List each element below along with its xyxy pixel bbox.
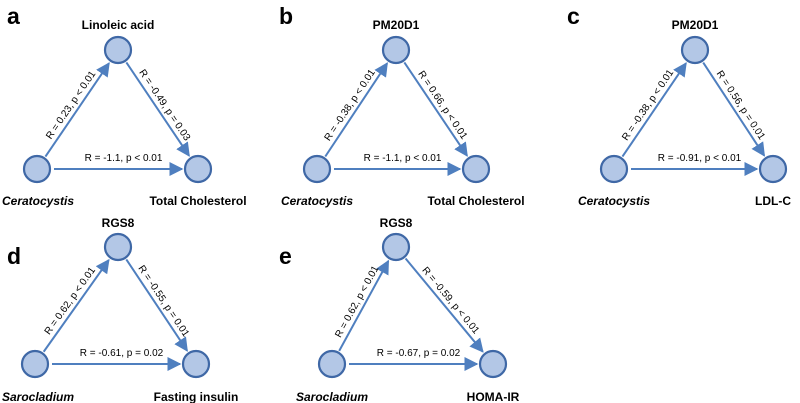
edge-label-left: R = -0.38, p < 0.01 bbox=[620, 67, 676, 142]
panel-letter: e bbox=[279, 243, 292, 269]
edge-source-to-mediator bbox=[324, 62, 388, 158]
outcome-node bbox=[183, 154, 213, 184]
panel-letter: a bbox=[7, 3, 20, 29]
panel-a: a R = 0.23, p < 0.01 R = -0.49, p = 0.03 R … bbox=[2, 3, 247, 208]
outcome-label: Total Cholesterol bbox=[149, 194, 246, 208]
mediator-node bbox=[103, 35, 133, 65]
source-node bbox=[317, 349, 347, 379]
source-node bbox=[22, 154, 52, 184]
outcome-node bbox=[758, 154, 788, 184]
panel-e: e R = 0.62, p < 0.01 R = -0.59, p < 0.01 R … bbox=[279, 216, 520, 403]
mediator-label: RGS8 bbox=[380, 216, 413, 230]
panel-letter: c bbox=[567, 3, 580, 29]
outcome-node bbox=[181, 349, 211, 379]
edge-source-to-mediator bbox=[338, 259, 390, 352]
mediator-label: Linoleic acid bbox=[82, 18, 155, 32]
source-label: Ceratocystis bbox=[281, 194, 353, 208]
panel-d: d R = 0.62, p < 0.01 R = -0.55, p = 0.01 R … bbox=[2, 216, 238, 403]
mediator-label: PM20D1 bbox=[672, 18, 719, 32]
outcome-label: LDL-C bbox=[755, 194, 791, 208]
edge-label-right: R = 0.66, p < 0.01 bbox=[415, 69, 469, 142]
panel-letter: b bbox=[279, 3, 293, 29]
edge-mediator-to-outcome bbox=[125, 258, 188, 352]
edge-mediator-to-outcome bbox=[404, 257, 484, 353]
edge-label-bottom: R = -1.1, p < 0.01 bbox=[85, 153, 163, 164]
panel-b: b R = -0.38, p < 0.01 R = 0.66, p < 0.01 R … bbox=[279, 3, 525, 208]
panel-c: c R = -0.38, p < 0.01 R = 0.56, p = 0.01 R … bbox=[567, 3, 791, 208]
source-node bbox=[20, 349, 50, 379]
edge-source-to-mediator bbox=[621, 62, 687, 158]
outcome-node bbox=[461, 154, 491, 184]
mediator-node bbox=[680, 35, 710, 65]
mediator-label: PM20D1 bbox=[373, 18, 420, 32]
edge-source-to-mediator bbox=[42, 258, 110, 353]
edge-label-right: R = 0.56, p = 0.01 bbox=[714, 69, 767, 142]
source-label: Sarocladium bbox=[2, 390, 74, 403]
panel-letter: d bbox=[7, 243, 21, 269]
edge-mediator-to-outcome bbox=[125, 61, 190, 157]
edge-source-to-mediator bbox=[44, 62, 110, 158]
outcome-label: Fasting insulin bbox=[154, 390, 239, 403]
source-node bbox=[302, 154, 332, 184]
mediator-node bbox=[381, 232, 411, 262]
source-node bbox=[599, 154, 629, 184]
outcome-label: HOMA-IR bbox=[467, 390, 520, 403]
edge-label-bottom: R = -0.67, p = 0.02 bbox=[377, 348, 461, 359]
edge-label-bottom: R = -1.1, p < 0.01 bbox=[364, 153, 442, 164]
edge-label-left: R = -0.38, p < 0.01 bbox=[323, 67, 379, 143]
edge-label-right: R = -0.49, p = 0.03 bbox=[136, 68, 192, 144]
edge-label-bottom: R = -0.61, p = 0.02 bbox=[80, 348, 164, 359]
source-label: Sarocladium bbox=[296, 390, 368, 403]
mediator-node bbox=[381, 35, 411, 65]
source-label: Ceratocystis bbox=[2, 194, 74, 208]
mediator-label: RGS8 bbox=[102, 216, 135, 230]
edge-label-bottom: R = -0.91, p < 0.01 bbox=[658, 153, 742, 164]
edge-mediator-to-outcome bbox=[702, 61, 766, 157]
edge-label-left: R = 0.62, p < 0.01 bbox=[43, 265, 99, 337]
source-label: Ceratocystis bbox=[578, 194, 650, 208]
edge-mediator-to-outcome bbox=[403, 61, 468, 157]
edge-label-right: R = -0.59, p < 0.01 bbox=[419, 265, 481, 337]
outcome-label: Total Cholesterol bbox=[427, 194, 524, 208]
edge-label-left: R = 0.23, p < 0.01 bbox=[44, 69, 98, 142]
edge-label-left: R = 0.62, p < 0.01 bbox=[333, 264, 381, 340]
outcome-node bbox=[478, 349, 508, 379]
mediator-node bbox=[103, 232, 133, 262]
edge-label-right: R = -0.55, p = 0.01 bbox=[136, 264, 192, 340]
